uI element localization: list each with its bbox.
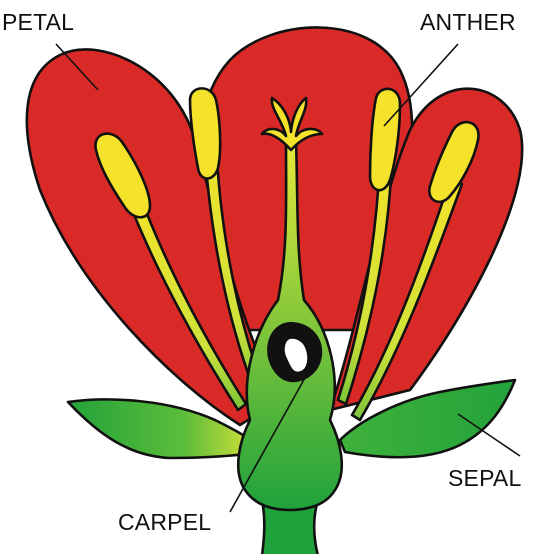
label-anther: ANTHER: [420, 9, 516, 35]
label-petal: PETAL: [2, 9, 74, 35]
label-carpel: CARPEL: [118, 509, 211, 535]
label-sepal: SEPAL: [448, 465, 521, 491]
